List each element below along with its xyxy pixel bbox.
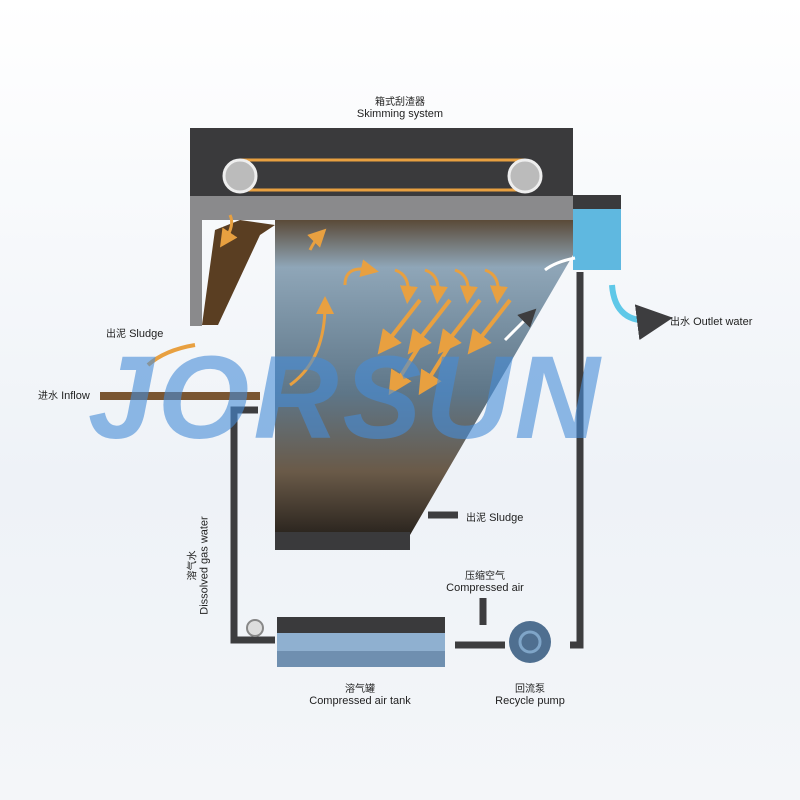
label-en: Outlet water bbox=[693, 316, 753, 328]
sludge-bottom-label: 出泥 Sludge bbox=[466, 509, 523, 524]
gear-icon bbox=[507, 158, 543, 194]
label-en: Sludge bbox=[489, 512, 524, 524]
label-en: Compressed air bbox=[446, 582, 524, 594]
sludge-top-label: 出泥 Sludge bbox=[106, 325, 163, 340]
label-cn: 溶气水 bbox=[187, 550, 199, 581]
label-cn: 出水 bbox=[670, 317, 690, 328]
air-tank bbox=[277, 617, 445, 633]
dissolved-gas-label: 溶气水 Dissolved gas water bbox=[184, 501, 211, 631]
label-en: Sludge bbox=[129, 328, 164, 340]
label-cn: 溶气罐 bbox=[345, 684, 375, 695]
recycle-pump-label: 回流泵 Recycle pump bbox=[480, 680, 580, 707]
label-en: Recycle pump bbox=[495, 695, 565, 707]
label-cn: 压缩空气 bbox=[465, 571, 505, 582]
label-en: Compressed air tank bbox=[309, 695, 411, 707]
label-cn: 出泥 bbox=[466, 513, 486, 524]
inflow-label: 进水 Inflow bbox=[38, 387, 90, 402]
label-en: Dissolved gas water bbox=[198, 516, 211, 615]
label-cn: 进水 bbox=[38, 391, 58, 402]
label-cn: 出泥 bbox=[106, 329, 126, 340]
label-en: Inflow bbox=[61, 390, 90, 402]
watermark-logo: JORSUN bbox=[88, 332, 604, 464]
outlet-box bbox=[573, 205, 621, 270]
outlet-label: 出水 Outlet water bbox=[670, 313, 752, 328]
pressure-gauge-icon bbox=[246, 619, 264, 637]
label-en: Skimming system bbox=[356, 108, 444, 120]
label-cn: 回流泵 bbox=[515, 684, 545, 695]
air-tank-label: 溶气罐 Compressed air tank bbox=[295, 680, 425, 707]
compressed-air-label: 压缩空气 Compressed air bbox=[430, 567, 540, 594]
gear-icon bbox=[222, 158, 258, 194]
skimming-label: 箱式刮渣器 Skimming system bbox=[320, 93, 480, 120]
label-cn: 箱式刮渣器 bbox=[375, 97, 425, 108]
recycle-pump-icon bbox=[509, 621, 551, 663]
